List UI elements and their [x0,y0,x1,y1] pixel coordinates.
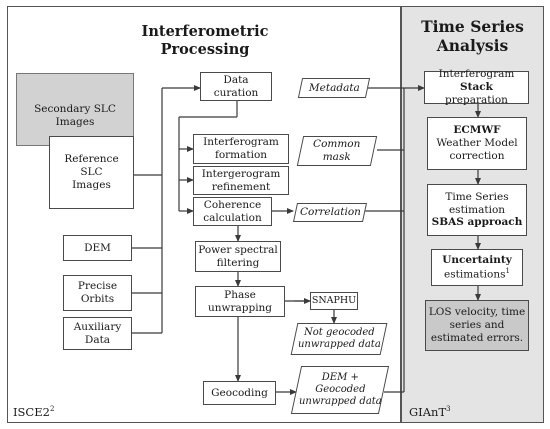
orbits-line1: Precise [77,280,118,293]
ecmwf-correction-step: ECMWF Weather Model correction [427,117,527,170]
right-panel-title-line2: Analysis [436,36,509,56]
reference-slc-images: Reference SLC Images [49,136,134,209]
interferogram-refinement-step: Intergerogram refinement [193,166,289,195]
ecmwf-bold: ECMWF [453,124,501,137]
sbas-line1: Time Series [445,190,509,203]
geocoded-output: DEM + Geocoded unwrapped data [290,366,390,414]
snaphu-label: SNAPHU [311,295,357,307]
uncertainty-estimation-step: Uncertainty estimations1 [431,249,523,286]
ecmwf-line3: correction [449,149,505,162]
dem-label: DEM [84,241,111,254]
giant-sup: 3 [446,405,451,414]
power-spectral-filtering-step: Power spectral filtering [195,241,281,272]
not-geocoded-line1: Not geocoded [303,326,375,338]
right-panel-title-line1: Time Series [421,17,524,36]
isce2-text: ISCE2 [13,405,50,419]
formation-line2: formation [214,149,268,161]
refinement-line2: refinement [211,180,271,193]
result-line2: series and [449,319,505,332]
refinement-line1: Intergerogram [201,167,281,180]
auxiliary-data-input: Auxiliary Data [63,317,132,350]
los-velocity-result: LOS velocity, time series and estimated … [425,300,529,351]
unwrapping-line1: Phase [224,288,256,301]
formation-line1: Interferogram [203,136,279,149]
secondary-slc-line1: Secondary SLC [34,103,116,115]
reference-slc-line1: Reference SLC [64,153,119,179]
result-line1: LOS velocity, time [428,306,526,319]
uncertainty-sup: 1 [505,266,510,275]
curation-line2: curation [213,86,259,99]
sbas-estimation-step: Time Series estimation SBAS approach [427,184,527,236]
result-line3: estimated errors. [430,331,524,344]
geocoding-step: Geocoding [203,381,276,405]
not-geocoded-line2: unwrapped data [297,339,381,350]
snaphu-step: SNAPHU [310,292,358,310]
uncertainty-line2: estimations [444,268,506,281]
geocoding-label: Geocoding [211,386,268,399]
metadata-output: Metadata [297,78,371,98]
reference-slc-line2: Images [72,178,111,191]
metadata-label: Metadata [308,81,360,94]
coherence-line2: calculation [203,211,262,224]
common-mask-output: Common mask [296,136,378,166]
auxiliary-line1: Auxiliary [73,320,122,333]
dem-input: DEM [63,235,132,261]
geocoded-line2: Geocoded [314,383,366,395]
sbas-line2: estimation [448,203,506,216]
uncertainty-bold: Uncertainty [442,253,512,266]
coherence-calculation-step: Coherence calculation [193,197,272,226]
left-panel-title: Interferometric Processing [141,23,269,59]
precise-orbits-input: Precise Orbits [63,275,132,311]
common-mask-line1: Common [313,138,361,151]
common-mask-line2: mask [323,151,351,163]
data-curation-step: Data curation [200,72,272,101]
giant-label: GIAnT3 [409,405,451,419]
right-panel-title: Time Series Analysis [401,17,544,56]
interferogram-formation-step: Interferogram formation [193,134,289,164]
auxiliary-line2: Data [84,333,111,346]
geocoded-line1: DEM + [321,371,359,383]
correlation-output: Correlation [292,203,368,222]
not-geocoded-output: Not geocoded unwrapped data [290,323,388,355]
stack-preparation-step: Interferogram Stack preparation [424,68,529,106]
filtering-line2: filtering [216,256,260,269]
giant-text: GIAnT [409,405,447,419]
filtering-line1: Power spectral [198,243,278,256]
correlation-label: Correlation [299,206,361,219]
phase-unwrapping-step: Phase unwrapping [195,286,285,317]
orbits-line2: Orbits [80,293,115,305]
ecmwf-line2: Weather Model [436,137,518,150]
isce2-label: ISCE22 [13,405,54,419]
geocoded-line3: unwrapped data [298,396,382,408]
secondary-slc-images: Secondary SLC Images [16,73,134,146]
stack-bold: Stack [460,81,493,94]
unwrapping-line2: unwrapping [207,301,273,314]
secondary-slc-line2: Images [55,115,95,128]
isce2-sup: 2 [49,405,55,414]
sbas-bold: SBAS approach [431,216,523,229]
stack-line2-rest: preparation [445,93,508,106]
coherence-line1: Coherence [203,198,262,211]
curation-line1: Data [223,73,249,86]
stack-line1: Interferogram [438,68,515,81]
